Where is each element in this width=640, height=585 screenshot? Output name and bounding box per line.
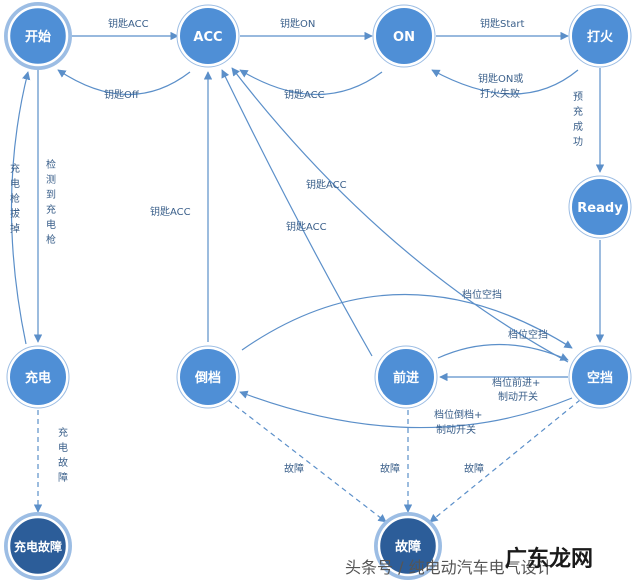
label-start-to-charge-1: 检 [46, 158, 56, 171]
label-ignite-to-ready-1: 预 [573, 91, 583, 103]
node-fault: 故障 [374, 512, 442, 580]
label-forward-to-neutral: 档位空挡 [508, 328, 548, 341]
node-on-label: ON [393, 30, 415, 45]
node-acc: ACC [176, 4, 240, 68]
label-ignite-to-on-1: 钥匙ON或 [478, 72, 523, 85]
label-reverse-to-neutral: 档位空挡 [462, 288, 502, 301]
label-neutral-to-reverse-1: 档位倒档+ [434, 408, 482, 421]
node-neutral-label: 空挡 [587, 370, 613, 386]
node-acc-label: ACC [193, 30, 222, 45]
node-charge-fault: 充电故障 [4, 512, 72, 580]
label-on-to-ignite: 钥匙Start [480, 17, 525, 30]
label-charge-to-start-5: 掉 [10, 222, 20, 235]
label-start-to-charge-4: 充 [46, 203, 56, 216]
label-start-to-charge-3: 到 [46, 189, 56, 201]
node-ready: Ready [568, 175, 632, 239]
watermark-brand: 广东龙网 [505, 546, 593, 572]
node-fault-label: 故障 [395, 539, 421, 555]
label-neutral-to-reverse-2: 制动开关 [436, 423, 476, 436]
label-forward-to-acc: 钥匙ACC [286, 220, 327, 233]
edge-ignite-to-on [431, 69, 579, 95]
label-charge-to-charge-fault-4: 障 [58, 471, 68, 484]
edge-forward-to-acc [221, 69, 373, 357]
label-charge-to-start-3: 枪 [10, 192, 20, 205]
node-charge: 充电 [6, 345, 70, 409]
label-ignite-to-ready-4: 功 [573, 136, 583, 148]
label-ignite-to-on-2: 打火失败 [480, 87, 520, 100]
edge-on-to-acc [239, 69, 383, 96]
label-neutral-to-forward-2: 制动开关 [498, 390, 538, 403]
label-start-to-charge-5: 电 [46, 218, 56, 231]
edge-neutral-to-reverse [239, 390, 573, 429]
label-ignite-to-ready-2: 充 [573, 105, 583, 118]
label-neutral-to-fault: 故障 [464, 462, 484, 475]
node-start: 开始 [4, 2, 72, 70]
node-forward-label: 前进 [393, 370, 419, 386]
edge-forward-to-neutral [437, 343, 569, 361]
label-neutral-to-forward-1: 档位前进+ [492, 376, 540, 389]
edge-reverse-to-neutral [241, 293, 573, 351]
label-charge-to-charge-fault-1: 充 [58, 426, 68, 439]
node-charge-label: 充电 [25, 370, 51, 386]
node-reverse: 倒档 [176, 345, 240, 409]
label-charge-to-start-2: 电 [10, 177, 20, 190]
label-start-to-charge-6: 枪 [46, 233, 56, 246]
watermark-text: 头条号 / 纯电动汽车电气设计 [345, 558, 553, 577]
label-ignite-to-ready-3: 成 [573, 121, 583, 133]
label-forward-to-fault: 故障 [380, 462, 400, 475]
label-reverse-to-acc: 钥匙ACC [150, 205, 191, 218]
label-neutral-to-acc: 钥匙ACC [306, 178, 347, 191]
label-charge-to-charge-fault-2: 电 [58, 441, 68, 454]
label-acc-to-on: 钥匙ON [280, 17, 315, 30]
label-start-to-acc: 钥匙ACC [108, 17, 149, 30]
label-charge-to-start-1: 充 [10, 162, 20, 175]
edge-acc-to-start [57, 69, 191, 96]
node-ignite-label: 打火 [587, 29, 614, 45]
node-forward: 前进 [374, 345, 438, 409]
label-charge-to-charge-fault-3: 故 [58, 456, 68, 469]
edge-reverse-to-fault [227, 399, 387, 523]
edge-neutral-to-acc [231, 67, 569, 363]
node-ready-label: Ready [577, 201, 623, 216]
node-ignite: 打火 [568, 4, 632, 68]
node-charge-fault-label: 充电故障 [14, 539, 62, 554]
label-acc-to-start: 钥匙Off [104, 88, 140, 101]
edge-charge-to-start [10, 71, 31, 345]
label-charge-to-start-4: 拔 [10, 207, 20, 220]
label-reverse-to-fault: 故障 [284, 462, 304, 475]
label-on-to-acc: 钥匙ACC [284, 88, 325, 101]
node-reverse-label: 倒档 [194, 370, 221, 386]
node-neutral: 空挡 [568, 345, 632, 409]
node-on: ON [372, 4, 436, 68]
node-start-label: 开始 [25, 29, 51, 45]
label-start-to-charge-2: 测 [46, 173, 56, 186]
watermark: 头条号 / 纯电动汽车电气设计 广东龙网 [345, 546, 593, 577]
